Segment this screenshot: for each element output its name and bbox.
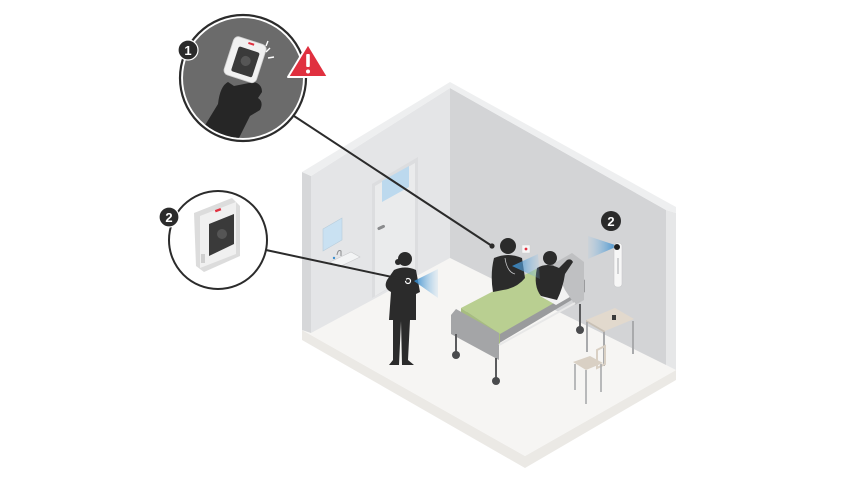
body-camera-device [194, 198, 240, 272]
room: 2 [302, 82, 676, 468]
callout-2-badge: 2 [158, 206, 180, 228]
nurse-camera-beam [414, 269, 438, 298]
chair [573, 344, 606, 404]
cup-icon [612, 315, 616, 320]
wall-camera-beam [588, 236, 618, 259]
left-wall-top [302, 82, 450, 176]
handheld-camera [223, 36, 267, 84]
callout-2-badge-label: 2 [165, 210, 172, 225]
patient-silhouette [535, 251, 573, 300]
sink-area [322, 217, 361, 268]
doctor-silhouette [491, 238, 540, 292]
callout-1-badge-label: 1 [184, 43, 191, 58]
faucet-icon [336, 250, 342, 256]
hand-silhouette [196, 82, 262, 138]
mirror [322, 217, 343, 252]
foot-board [451, 309, 499, 360]
door-window [382, 166, 409, 202]
alert-marks-icon [265, 40, 275, 59]
wheel-icon [452, 351, 460, 359]
right-wall [450, 88, 666, 365]
door-handle-icon [377, 224, 385, 231]
right-wall-edge [666, 210, 676, 370]
callout-1: 1 [177, 13, 308, 143]
nurse-camera [404, 269, 438, 298]
wheel-icon [492, 377, 500, 385]
left-wall-edge [302, 172, 311, 333]
doctor-camera-beam [512, 254, 540, 279]
nurse-silhouette [385, 252, 420, 365]
side-table [586, 308, 634, 366]
callout-1-badge: 1 [177, 39, 199, 61]
wheel-icon [576, 326, 584, 334]
leader-line-1 [293, 115, 493, 247]
wall-badge-2-label: 2 [607, 214, 614, 229]
wall-camera [588, 236, 623, 288]
warning-triangle-icon [287, 43, 329, 78]
wall-badge-2: 2 [601, 211, 621, 231]
leader-line-2 [265, 249, 407, 281]
right-wall-top [450, 82, 676, 213]
camera-lens-icon [217, 229, 227, 239]
floor-slab [302, 330, 676, 468]
wall-camera-lens-icon [614, 244, 620, 250]
callout-2: 2 [158, 190, 268, 290]
